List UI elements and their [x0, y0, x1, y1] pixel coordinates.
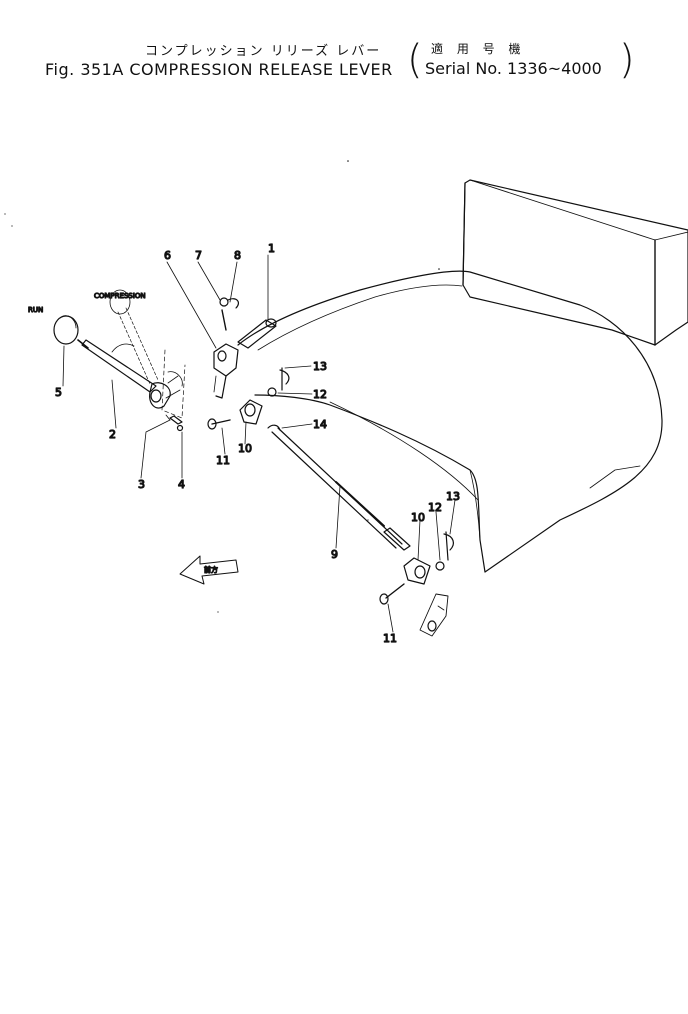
callout-13-upper: 13 [313, 360, 327, 373]
left-parenthesis: ( [407, 37, 423, 83]
lower-lever-arm [419, 593, 449, 637]
cotter-part-13-upper [279, 367, 290, 391]
callout-14: 14 [313, 418, 327, 431]
callout-9: 9 [331, 548, 338, 561]
lever-assembly [53, 289, 186, 432]
callout-13-lower: 13 [446, 490, 460, 503]
pin-part-3 [169, 415, 183, 425]
control-rod [271, 427, 411, 551]
bracket-part-6 [213, 343, 239, 377]
forward-direction-arrow [179, 555, 239, 585]
cotter-part-4 [176, 424, 184, 432]
washer-part-12-upper [267, 387, 277, 397]
upper-clevis-group [207, 367, 290, 431]
engine-housing [237, 179, 688, 573]
knob-run-position [53, 315, 79, 345]
lower-clevis-group [379, 531, 454, 637]
right-parenthesis: ) [619, 37, 635, 83]
knob-label-run: RUN [28, 306, 43, 314]
serial-number-range: Serial No. 1336~4000 [425, 59, 602, 78]
callout-leaders [62, 254, 456, 633]
bolt-part-11-lower [385, 583, 405, 599]
washer-part-12-lower [435, 561, 445, 571]
scan-specks [4, 160, 440, 613]
callout-6: 6 [164, 249, 171, 262]
knob-label-compression: COMPRESSION [94, 292, 146, 300]
clevis-part-10-lower [403, 557, 431, 585]
callout-11-lower: 11 [383, 632, 397, 645]
lever-pivot-boss [149, 382, 171, 409]
callout-12-lower: 12 [428, 501, 442, 514]
callout-2: 2 [109, 428, 116, 441]
callout-12-upper: 12 [313, 388, 327, 401]
bolt-part-7 [219, 297, 229, 307]
callout-3: 3 [138, 478, 145, 491]
upper-linkage [213, 297, 277, 399]
title-japanese: コンプレッション リリーズ レバー [145, 44, 382, 59]
serial-range-block: ( 適 用 号 機 Serial No. 1336~4000 ) [407, 38, 637, 86]
bolt-part-11-upper [211, 419, 231, 425]
callout-4: 4 [178, 478, 185, 491]
clevis-part-10-upper [239, 399, 263, 425]
callout-7: 7 [195, 249, 202, 262]
callout-10-lower: 10 [411, 511, 425, 524]
callout-11-upper: 11 [216, 454, 230, 467]
cotter-part-13-lower [443, 531, 454, 561]
arrow-label: 前方 [204, 565, 218, 574]
shaft-part-1 [237, 319, 277, 349]
figure-title: Fig. 351A COMPRESSION RELEASE LEVER [45, 60, 393, 79]
callout-5: 5 [55, 386, 62, 399]
washer-part-8 [227, 298, 240, 309]
serial-japanese-label: 適 用 号 機 [431, 42, 526, 56]
callout-8: 8 [234, 249, 241, 262]
callout-10-upper: 10 [238, 442, 252, 455]
callout-1: 1 [268, 242, 275, 255]
